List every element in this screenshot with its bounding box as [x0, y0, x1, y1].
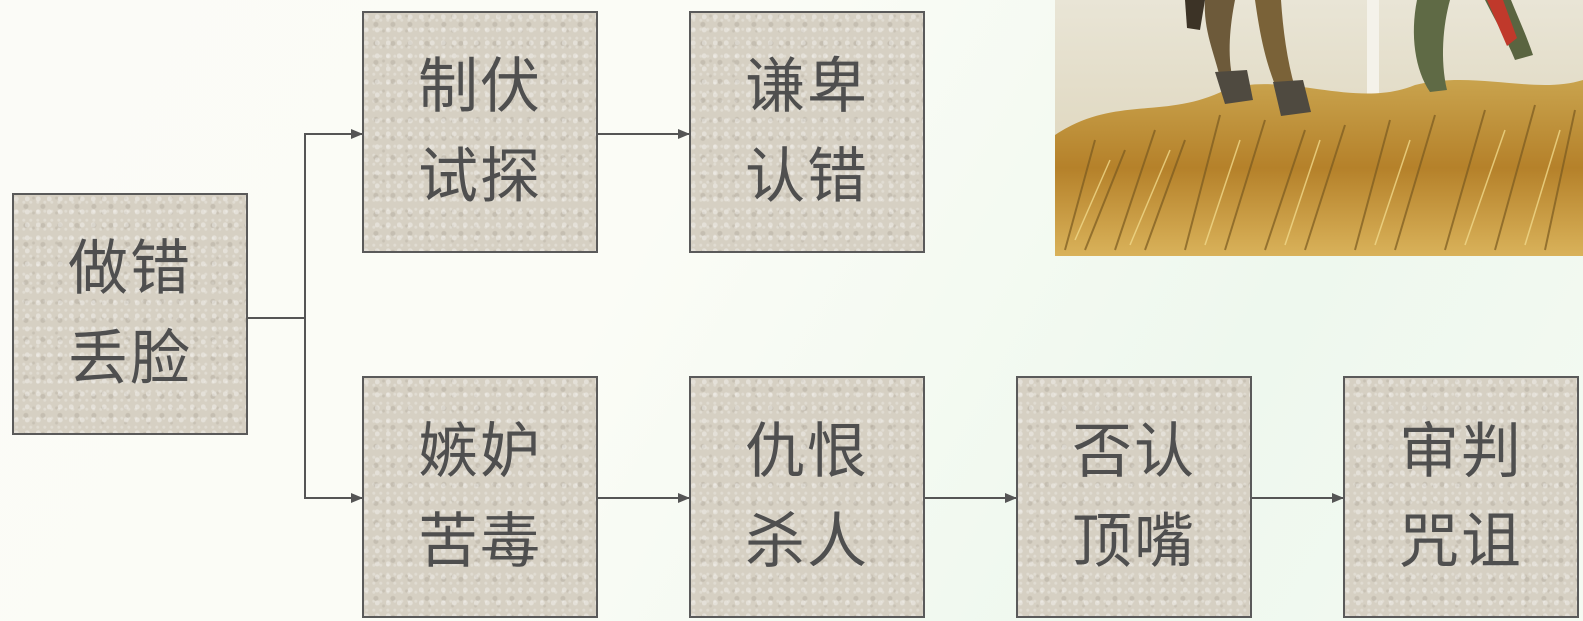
illustration-image [1055, 0, 1583, 256]
node-text-line: 嫉妒 [418, 417, 542, 487]
node-text-line: 杀人 [745, 507, 869, 577]
node-text-line: 否认 [1072, 417, 1196, 487]
node-text-line: 制伏 [418, 52, 542, 122]
node-text-line: 做错 [68, 234, 192, 304]
node-text-line: 仇恨 [745, 417, 869, 487]
upper-node-2: 谦卑 认错 [689, 11, 925, 253]
branch-connector [248, 129, 363, 319]
lower-node-3: 否认 顶嘴 [1016, 376, 1252, 618]
node-text-line: 审判 [1399, 417, 1523, 487]
root-node: 做错 丢脸 [12, 193, 248, 435]
lower-node-2: 仇恨 杀人 [689, 376, 925, 618]
node-text-line: 认错 [745, 142, 869, 212]
branch-connector [304, 318, 363, 503]
upper-node-1: 制伏 试探 [362, 11, 598, 253]
node-text-line: 谦卑 [745, 52, 869, 122]
illustration-drawing [1055, 0, 1583, 256]
node-text-line: 丢脸 [68, 324, 192, 394]
node-text-line: 苦毒 [418, 507, 542, 577]
node-text-line: 顶嘴 [1072, 507, 1196, 577]
node-text-line: 试探 [418, 142, 542, 212]
lower-node-1: 嫉妒 苦毒 [362, 376, 598, 618]
lower-node-4: 审判 咒诅 [1343, 376, 1579, 618]
node-text-line: 咒诅 [1399, 507, 1523, 577]
